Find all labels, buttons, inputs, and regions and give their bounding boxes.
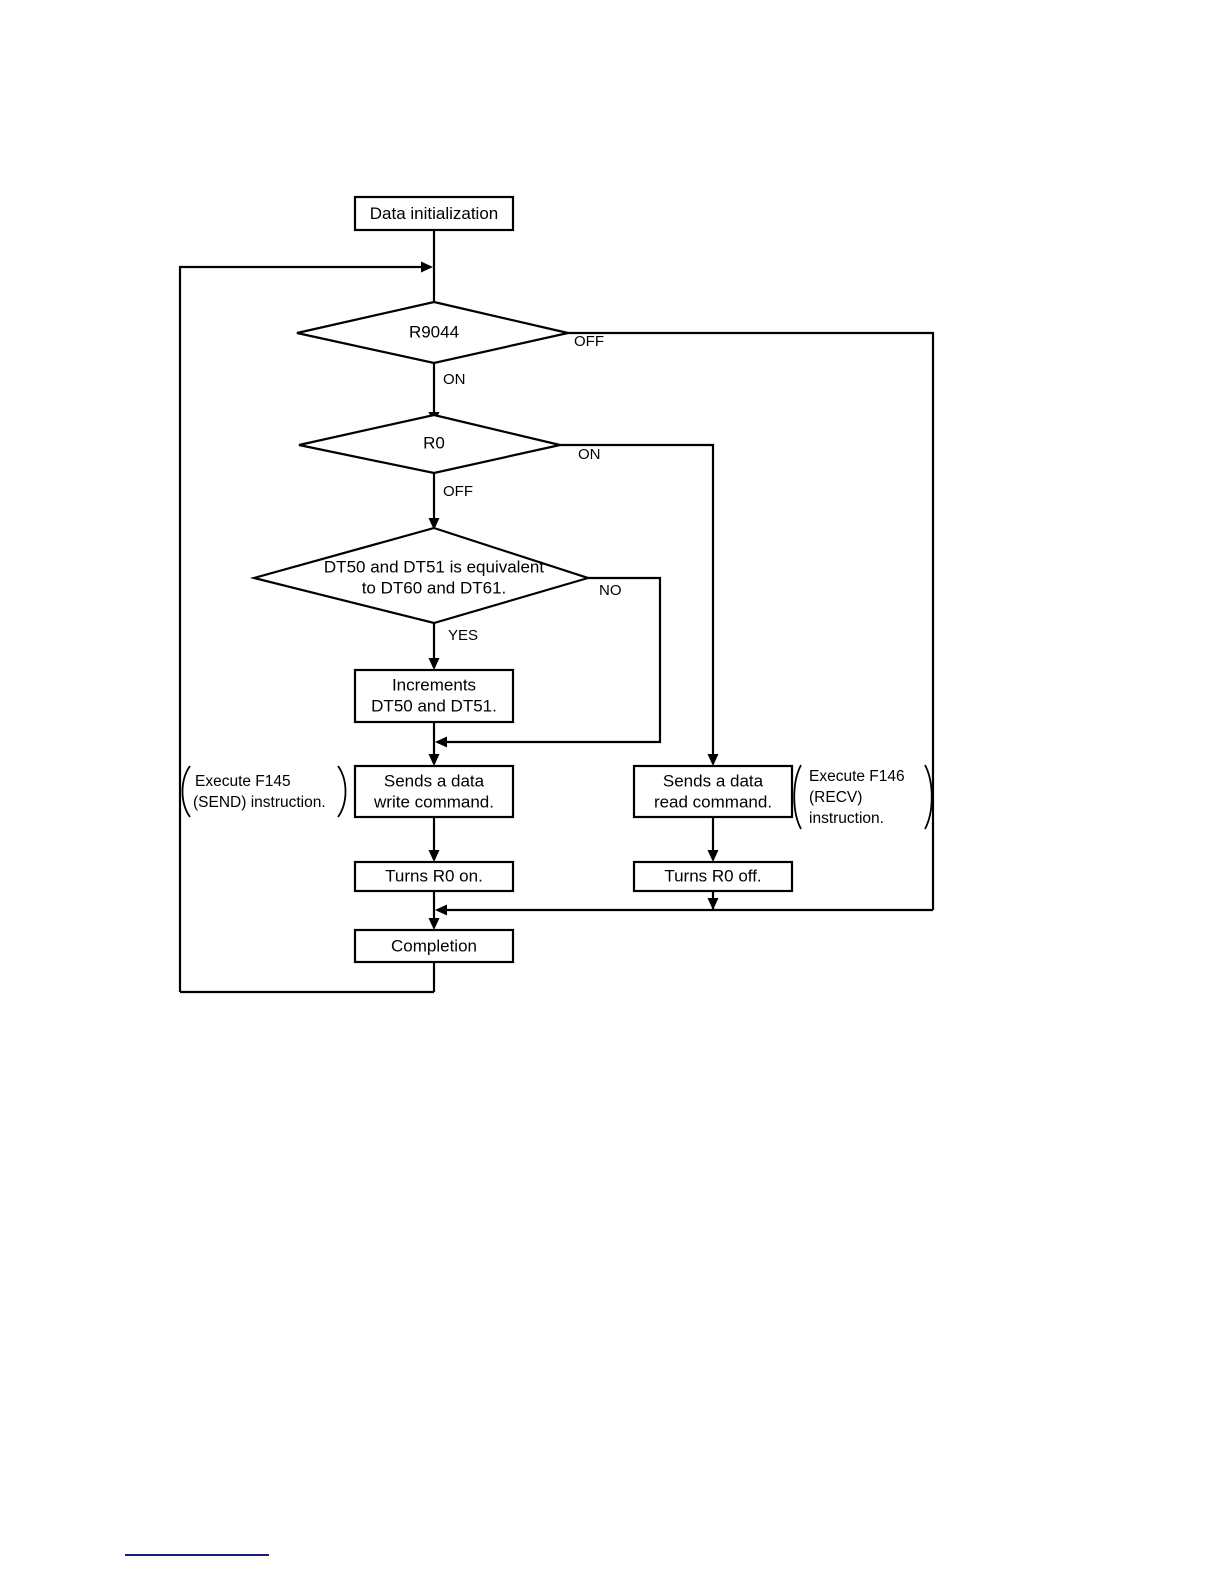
node-diamond-dtcheck [249,526,592,625]
node-label-r0: R0 [423,433,445,452]
edge-label-r9044-off: OFF [574,333,604,350]
node-box-writecmd [353,764,515,819]
node-box-r0on [353,860,515,893]
node-read-command[interactable]: Sends a data read command. [632,764,794,819]
edge-label-r0-off: OFF [443,483,473,500]
arrowhead-feedback-into-main [421,261,433,273]
arrowhead-into-increment [428,658,440,670]
node-box-r0off [632,860,794,893]
node-label-readcmd-line1: Sends a data [663,771,764,790]
recv-annotation-line2: (RECV) [809,789,862,806]
arrowhead-into-r0on [428,850,440,862]
node-label-writecmd-line2: write command. [373,792,494,811]
recv-annotation-right-paren [924,764,933,830]
node-diamond-r0 [298,413,561,475]
edge-label-r9044-on: ON [443,371,466,388]
node-data-initialization[interactable]: Data initialization [353,195,515,232]
arrowhead-into-r0off [707,850,719,862]
node-decision-dt-equivalence[interactable]: DT50 and DT51 is equivalent to DT60 and … [249,526,592,625]
arrowhead-right-merge [435,904,447,916]
arrowhead-into-dtcheck [428,518,440,530]
node-box-readcmd [632,764,794,819]
send-annotation-line1: Execute F145 [195,773,291,790]
footer-rule [125,1554,269,1556]
recv-annotation-line1: Execute F146 [809,768,905,785]
send-annotation: Execute F145 (SEND) instruction. [181,765,347,818]
recv-annotation: Execute F146 (RECV) instruction. [793,764,933,830]
arrowhead-into-completion [428,918,440,930]
send-annotation-right-paren [337,765,347,818]
arrowhead-no-merge [435,736,447,748]
node-label-r0off: Turns R0 off. [664,866,761,885]
node-label-completion: Completion [391,936,477,955]
send-annotation-left-paren [181,765,191,818]
arrowhead-into-writecmd [428,754,440,766]
arrowhead-into-readcmd [707,754,719,766]
node-write-command[interactable]: Sends a data write command. [353,764,515,819]
recv-annotation-line3: instruction. [809,810,884,827]
node-turns-r0-on[interactable]: Turns R0 on. [353,860,515,893]
node-label-start: Data initialization [370,204,499,223]
edge-feedback-loop [178,265,424,992]
edge-r9044-off [568,331,935,910]
edge-label-dtcheck-yes: YES [448,627,478,644]
arrowhead-r0off-merge [707,898,719,910]
node-diamond-r9044 [296,300,569,365]
node-decision-r0[interactable]: R0 [298,413,561,475]
send-annotation-line2: (SEND) instruction. [193,794,326,811]
node-completion[interactable]: Completion [353,928,515,964]
node-label-increment-line1: Increments [392,675,476,694]
node-decision-r9044[interactable]: R9044 [296,300,569,365]
node-label-increment-line2: DT50 and DT51. [371,696,497,715]
node-label-writecmd-line1: Sends a data [384,771,485,790]
node-box-increment [353,668,515,724]
node-label-r0on: Turns R0 on. [385,866,483,885]
edge-label-dtcheck-no: NO [599,582,622,599]
node-label-readcmd-line2: read command. [654,792,772,811]
edge-r0-on [560,443,715,760]
node-label-r9044: R9044 [409,322,459,341]
node-increments[interactable]: Increments DT50 and DT51. [353,668,515,724]
node-turns-r0-off[interactable]: Turns R0 off. [632,860,794,893]
node-box-start [353,195,515,232]
node-box-completion [353,928,515,964]
node-label-dtcheck-line2: to DT60 and DT61. [362,578,507,597]
node-label-dtcheck-line1: DT50 and DT51 is equivalent [324,557,544,576]
edge-label-r0-on: ON [578,446,601,463]
edge-dtcheck-no [444,576,662,744]
recv-annotation-left-paren [793,764,802,830]
